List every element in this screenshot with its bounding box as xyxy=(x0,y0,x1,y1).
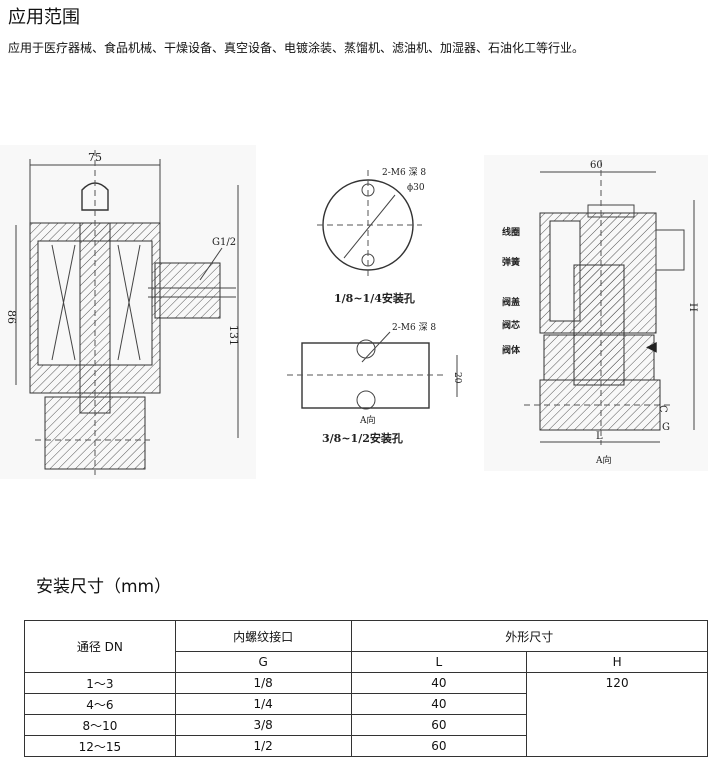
part-label-coil: 线圈 xyxy=(502,226,520,238)
cell-g: 3/8 xyxy=(174,714,352,736)
g-label: G xyxy=(662,422,670,433)
cell-g: 1/8 xyxy=(174,672,352,694)
section-title-application: 应用范围 xyxy=(8,7,80,28)
height-20-dimension: 20 xyxy=(452,372,462,384)
coil-height-dimension: 86 xyxy=(5,310,18,324)
dimensions-table: 通径 DN 内螺纹接口 外形尺寸 G L H 1～3 1/8 40 120 4～… xyxy=(24,620,709,757)
header-l: L xyxy=(350,651,528,673)
top-hole-label: 2-M6 深 8 xyxy=(382,167,426,178)
cell-dn: 12～15 xyxy=(24,735,176,757)
header-dn: 通径 DN xyxy=(24,620,176,673)
height-h-dimension: H xyxy=(687,303,698,312)
header-h: H xyxy=(526,651,708,673)
cell-dn: 4～6 xyxy=(24,693,176,715)
header-thread: 内螺纹接口 xyxy=(174,620,352,652)
cell-g: 1/4 xyxy=(174,693,352,715)
cell-l: 60 xyxy=(350,735,528,757)
total-height-dimension: 131 xyxy=(227,325,240,346)
header-outer: 外形尺寸 xyxy=(350,620,709,652)
part-label-spring: 弹簧 xyxy=(502,256,520,268)
header-g: G xyxy=(174,651,352,673)
cell-h: 120 xyxy=(526,672,708,757)
mounting-hole-drawings: 2-M6 深 8 ϕ30 1/8~1/4安装孔 20 2-M6 深 8 A向 3… xyxy=(287,167,462,445)
direction-a-label: A向 xyxy=(595,454,612,466)
table-row: 12～15 1/2 60 xyxy=(24,735,708,757)
part-label-body: 阀体 xyxy=(502,344,521,356)
bottom-hole-label: 2-M6 深 8 xyxy=(392,322,436,333)
application-description: 应用于医疗器械、食品机械、干燥设备、真空设备、电镀涂装、蒸馏机、滤油机、加湿器、… xyxy=(8,41,585,55)
bottom-mount-caption: 3/8~1/2安装孔 xyxy=(322,431,403,445)
cell-l: 60 xyxy=(350,714,528,736)
table-row: 1～3 1/8 40 120 xyxy=(24,672,708,757)
cell-l: 40 xyxy=(350,693,528,715)
valve-section-drawing: 75 86 131 G1/2 xyxy=(0,145,256,479)
top-mount-caption: 1/8~1/4安装孔 xyxy=(334,291,415,305)
cell-g: 1/2 xyxy=(174,735,352,757)
port-label: G1/2 xyxy=(212,237,236,248)
diameter-label: ϕ30 xyxy=(407,183,425,193)
length-l-dimension: L xyxy=(596,431,603,442)
width-60-dimension: 60 xyxy=(590,160,603,171)
table-row: 4～6 1/4 40 xyxy=(24,693,708,715)
section-title-dimensions: 安装尺寸（mm） xyxy=(36,577,172,597)
cell-l: 40 xyxy=(350,672,528,694)
part-label-core: 阀芯 xyxy=(502,319,520,331)
direction-a-label: A向 xyxy=(359,414,376,426)
c-dimension: C xyxy=(657,405,668,413)
valve-assembly-drawing: 60 H C G ◀ L A向 线圈 弹簧 阀盖 阀芯 阀体 xyxy=(484,155,708,471)
part-label-cover: 阀盖 xyxy=(502,296,520,308)
width-dimension: 75 xyxy=(88,151,102,164)
table-row: 8～10 3/8 60 xyxy=(24,714,708,736)
cell-dn: 8～10 xyxy=(24,714,176,736)
flow-arrow-icon: ◀ xyxy=(646,339,657,355)
cell-dn: 1～3 xyxy=(24,672,176,694)
